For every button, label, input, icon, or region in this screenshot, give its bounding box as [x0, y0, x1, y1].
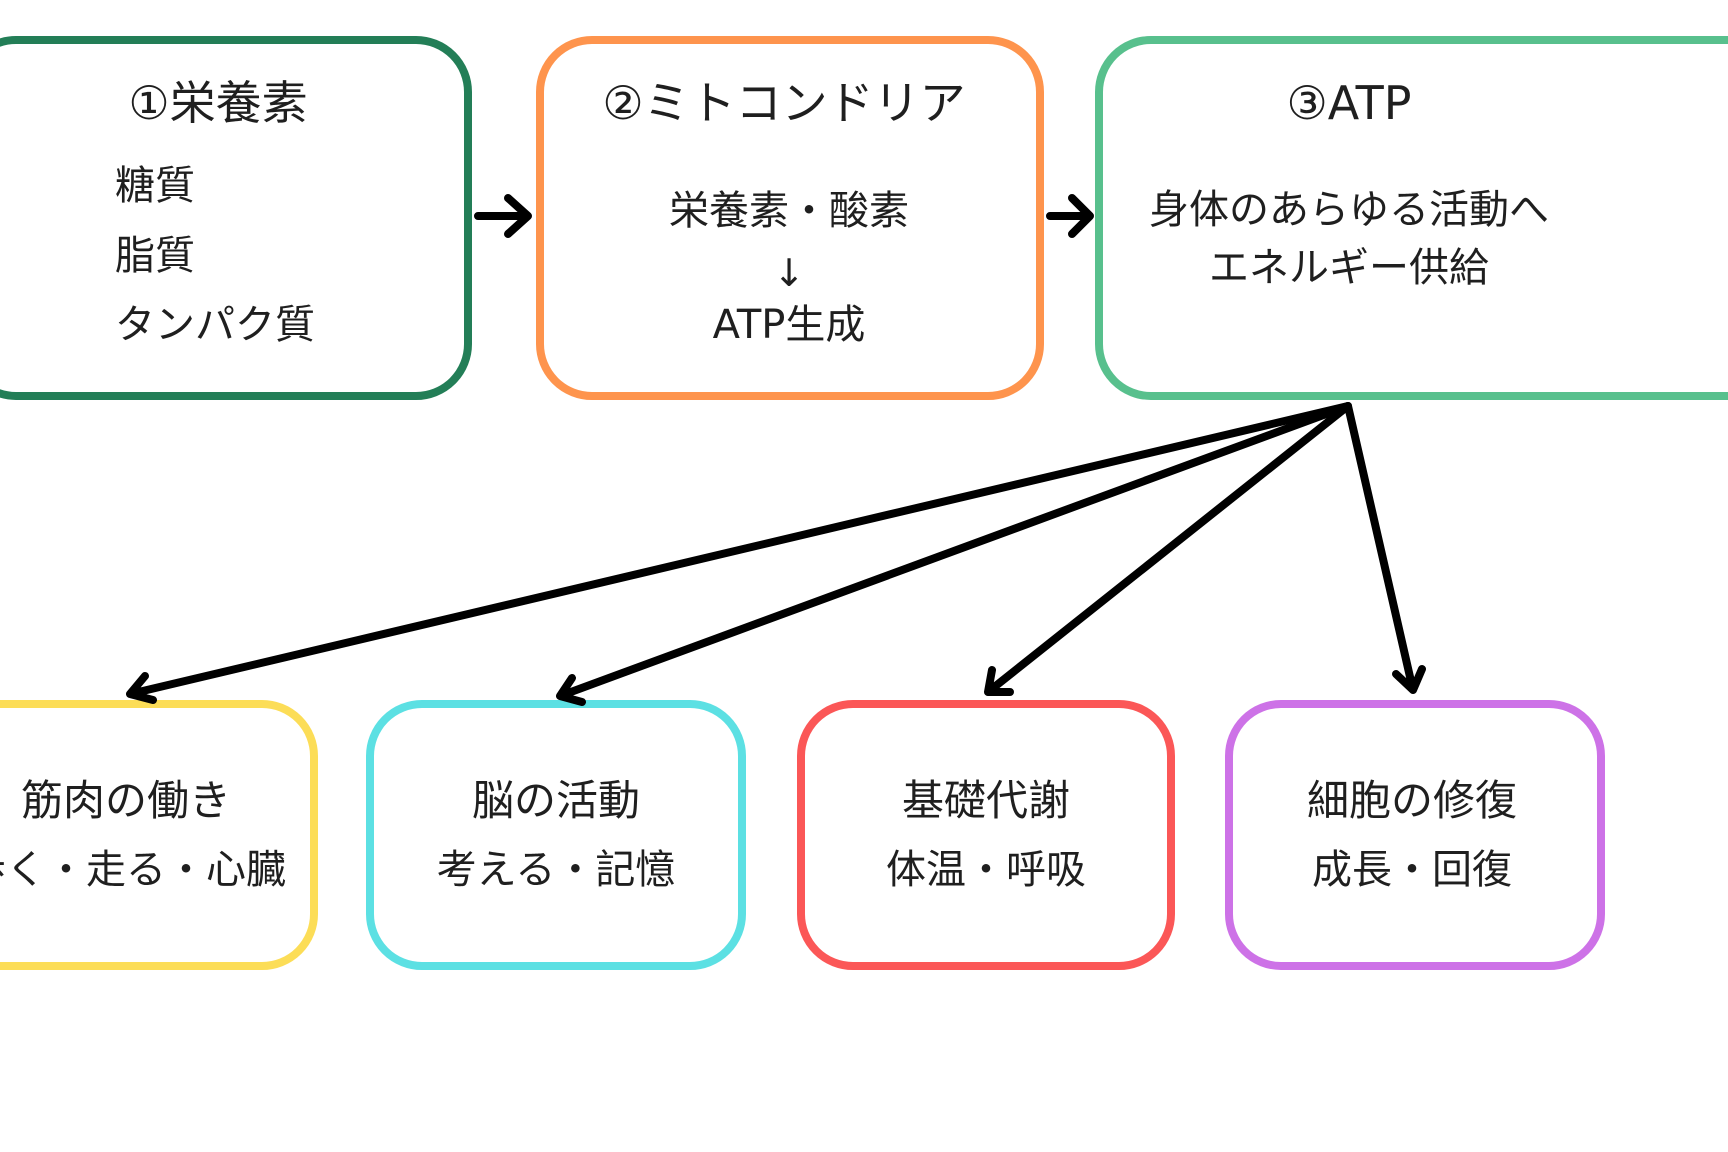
arrow-atp-to-brain	[556, 402, 1352, 706]
metabolism-box	[797, 700, 1175, 970]
repair-box	[1225, 700, 1605, 970]
muscle-box	[0, 700, 318, 970]
atp-box	[1095, 36, 1728, 400]
brain-box	[366, 700, 746, 970]
arrow-atp-to-muscle	[126, 402, 1352, 704]
arrow-atp-to-metabolism	[984, 402, 1352, 696]
mitochondria-input: 栄養素・酸素	[669, 188, 909, 234]
muscle-title: 筋肉の働き	[20, 776, 232, 825]
nutrient-item-fat: 脂質	[115, 233, 195, 279]
nutrient-item-protein: タンパク質	[115, 302, 315, 348]
repair-title: 細胞の修復	[1306, 776, 1518, 825]
mitochondria-output: ATP生成	[712, 302, 866, 348]
atp-title: ③ATP	[1286, 76, 1412, 130]
atp-description-line1: 身体のあらゆる活動へ	[1149, 187, 1549, 233]
brain-detail: 考える・記憶	[436, 847, 676, 893]
repair-detail: 成長・回復	[1312, 847, 1512, 893]
mitochondria-box	[536, 36, 1044, 400]
brain-title: 脳の活動	[471, 776, 641, 825]
metabolism-detail: 体温・呼吸	[886, 847, 1086, 893]
mitochondria-title: ②ミトコンドリア	[602, 76, 966, 130]
metabolism-title: 基礎代謝	[901, 776, 1071, 825]
nutrients-box	[0, 36, 472, 400]
muscle-detail: 歩く・走る・心臓	[0, 847, 286, 893]
nutrient-item-carbohydrate: 糖質	[115, 163, 195, 209]
mitochondria-down-arrow: ↓	[773, 251, 805, 295]
arrow-nutrients-to-mitochondria	[474, 194, 532, 238]
nutrients-title: ①栄養素	[128, 76, 308, 130]
atp-description-line2: エネルギー供給	[1209, 245, 1489, 291]
arrow-mitochondria-to-atp	[1046, 194, 1094, 238]
arrow-atp-to-repair	[1344, 402, 1426, 694]
